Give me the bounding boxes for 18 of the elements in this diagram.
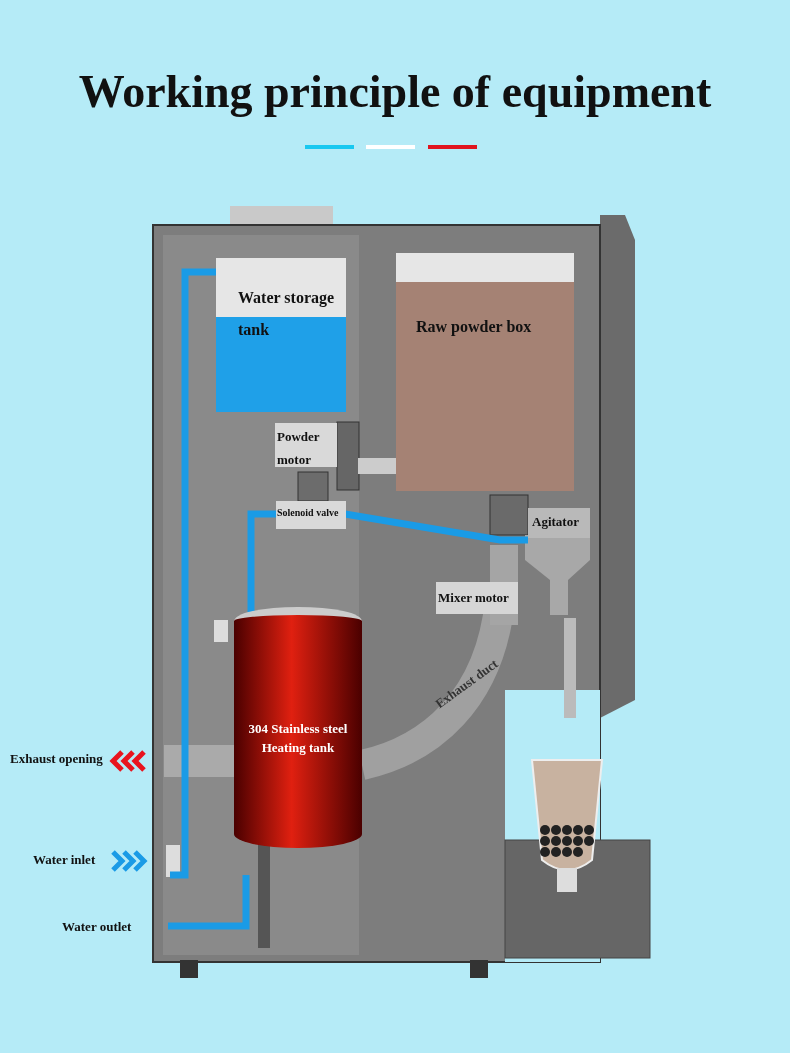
component-label: Powder motor bbox=[277, 428, 321, 469]
title: Working principle of equipment bbox=[77, 65, 713, 119]
component-label: Agitator bbox=[532, 514, 580, 530]
callout-label: Water outlet bbox=[62, 919, 132, 935]
powder-motor bbox=[275, 423, 337, 467]
callout-label: Water inlet bbox=[33, 852, 96, 868]
agitator bbox=[528, 508, 590, 538]
component-label: Mixer motor bbox=[438, 590, 510, 606]
component-label: 304 Stainless steel Heating tank bbox=[247, 720, 349, 757]
heating-tank bbox=[234, 607, 362, 848]
mixer-motor bbox=[436, 582, 518, 614]
component-label: Raw powder box bbox=[416, 317, 533, 337]
callout-label: Exhaust opening bbox=[10, 751, 103, 767]
solenoid-valve bbox=[276, 501, 346, 529]
component-label: Water storage tank bbox=[238, 288, 336, 340]
water-storage-tank bbox=[216, 258, 346, 412]
powder-box bbox=[396, 253, 574, 491]
component-label: Solenoid valve bbox=[277, 507, 340, 519]
